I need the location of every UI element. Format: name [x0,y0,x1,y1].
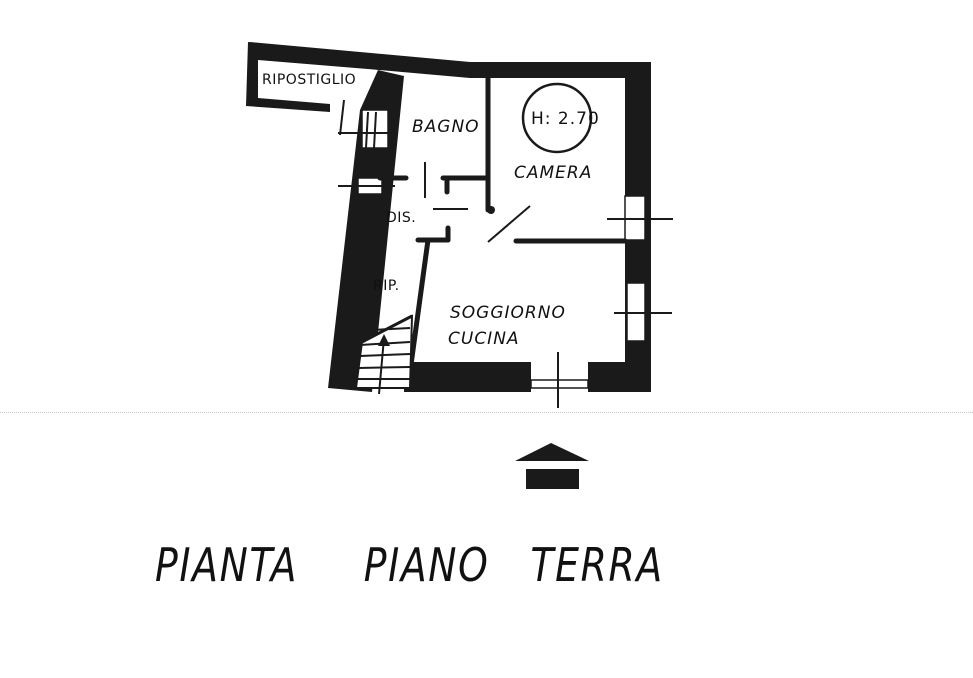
title-word-pianta: PIANTA [155,538,299,592]
right-wall [607,62,673,392]
top-wall [250,42,650,78]
label-ripostiglio: RIPOSTIGLIO [262,72,356,88]
label-cucina: CUCINA [448,329,520,349]
bottom-wall [404,352,651,408]
ceiling-height-marker [521,82,593,154]
label-dis: DIS. [386,210,416,226]
entrance-door [530,379,589,389]
entrance-arrow-icon [515,443,589,489]
plan-title: PIANTA PIANO TERRA [155,538,664,592]
interior-walls [377,75,628,375]
label-rip: RIP. [373,278,400,294]
staircase [354,314,414,395]
label-camera: CAMERA [514,163,592,183]
label-soggiorno: SOGGIORNO [450,303,566,323]
title-word-terra: TERRA [530,538,664,592]
title-word-piano: PIANO [363,538,490,592]
stair-arrow-icon [378,334,390,346]
left-wall [328,70,404,392]
label-ceiling-height: H: 2.70 [531,109,600,129]
ground-line [0,412,973,413]
label-bagno: BAGNO [412,117,480,137]
